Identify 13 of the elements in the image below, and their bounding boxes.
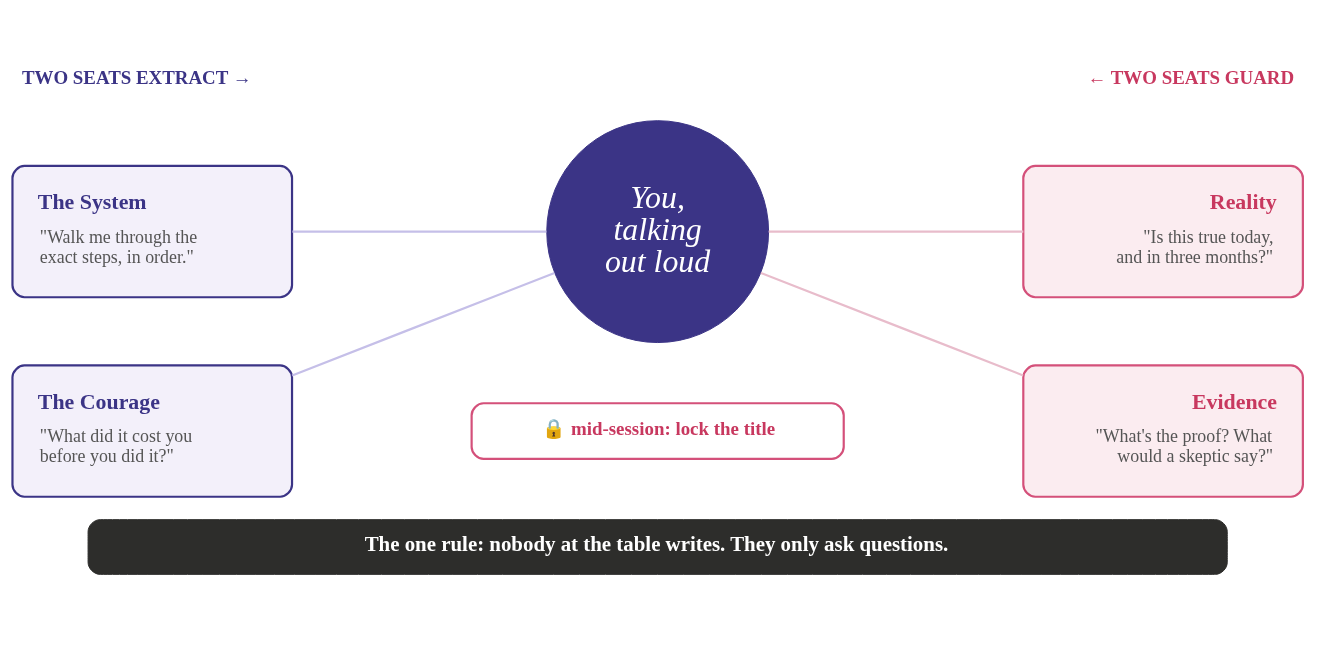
label: ← TWO SEATS GUARD (1087, 66, 1295, 88)
connector (291, 271, 555, 376)
node-circle: You, talking out loud (546, 119, 770, 343)
node-box: The one rule: nobody at the table writes. They only ask questions. (87, 518, 1228, 575)
label: TWO SEATS EXTRACT → (21, 66, 252, 88)
node-box: Reality "Is this true today, and in three months?" (1022, 164, 1304, 298)
node-box: The Courage "What did it cost you before you did it?" (11, 363, 294, 498)
node-box: The System "Walk me through the exact steps, in order." (11, 164, 294, 298)
connector (760, 271, 1024, 376)
node-box: Evidence "What's the proof? What would a skeptic say?" (1022, 363, 1304, 498)
connector (768, 230, 1024, 233)
node-box: 🔒 mid-session: lock the title (470, 401, 845, 460)
connector (292, 230, 547, 233)
